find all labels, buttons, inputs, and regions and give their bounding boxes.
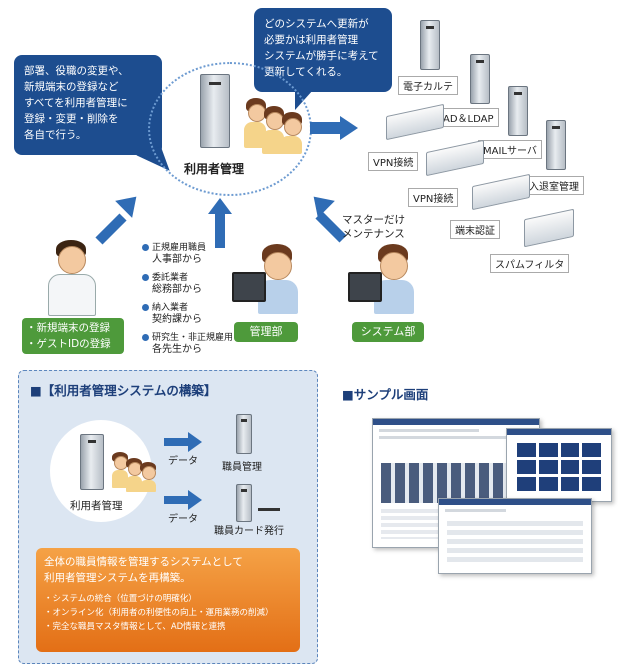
bullet-dot-icon xyxy=(142,304,149,311)
arrow-label: データ xyxy=(168,456,198,467)
summary-bullet: ・オンライン化（利用者の利便性の向上・運用業務の削減） xyxy=(44,608,274,618)
bubble-line: システムが勝手に考えて xyxy=(264,50,379,62)
system-label: 端末認証 xyxy=(450,220,500,239)
source-item: 納入業者 契約課から xyxy=(142,302,233,326)
bubble-line: すべてを利用者管理に xyxy=(24,97,128,109)
source-list: 正規雇用職員 人事部から 委託業者 総務部から 納入業者 契約課から 研究生・非… xyxy=(142,242,233,356)
summary-box: 全体の職員情報を管理するシステムとして 利用者管理システムを再構築。 ・システム… xyxy=(36,548,300,652)
network-device-icon xyxy=(386,103,444,141)
system-label: 電子カルテ xyxy=(398,76,458,95)
system-label: スパムフィルタ xyxy=(490,254,570,273)
system-label: MAILサーバ xyxy=(478,140,542,159)
server-icon xyxy=(508,86,528,136)
panel-title: ■【利用者管理システムの構築】 xyxy=(30,383,217,398)
system-label: VPN接続 xyxy=(368,152,419,171)
dept-tag-kanri: 管理部 xyxy=(234,322,298,342)
summary-line: 全体の職員情報を管理するシステムとして xyxy=(44,556,243,568)
staff-group-icon xyxy=(112,452,156,492)
monitor-icon xyxy=(232,272,266,302)
bubble-line: 必要かは利用者管理 xyxy=(264,34,359,46)
bubble-line: 部署、役職の変更や、 xyxy=(24,65,129,77)
master-note-line: メンテナンス xyxy=(342,228,405,240)
bubble-line: 各自で行う。 xyxy=(24,129,87,141)
sample-screen-form xyxy=(438,498,592,574)
target-label: 職員カード発行 xyxy=(214,526,284,537)
system-staff-icon xyxy=(348,244,418,316)
panel-center-label: 利用者管理 xyxy=(70,500,123,512)
left-tag: ・新規端末の登録 ・ゲストIDの登録 xyxy=(22,318,124,354)
server-icon xyxy=(80,434,104,490)
bubble-line: 登録・変更・削除を xyxy=(24,113,119,125)
bubble-line: 新規端末の登録など xyxy=(24,81,119,93)
id-card-icon xyxy=(258,508,280,511)
server-icon xyxy=(236,414,252,454)
bullet-dot-icon xyxy=(142,334,149,341)
admin-staff-icon xyxy=(232,244,302,316)
system-label: 入退室管理 xyxy=(524,176,584,195)
arrow-up-center-icon xyxy=(208,198,232,214)
doctor-icon xyxy=(44,240,100,316)
source-item: 研究生・非正規雇用 各先生から xyxy=(142,332,233,356)
master-note-line: マスターだけ xyxy=(342,214,405,226)
source-item: 正規雇用職員 人事部から xyxy=(142,242,233,266)
sample-screen-grid xyxy=(506,428,612,502)
arrow-up-left-icon xyxy=(95,188,152,245)
summary-bullet: ・完全な職員マスタ情報として、AD情報と連携 xyxy=(44,622,226,632)
system-label: VPN接続 xyxy=(408,188,459,207)
network-device-icon xyxy=(524,208,574,248)
center-label: 利用者管理 xyxy=(184,162,245,176)
monitor-icon xyxy=(348,272,382,302)
source-item: 委託業者 総務部から xyxy=(142,272,233,296)
network-device-icon xyxy=(426,139,484,177)
bullet-dot-icon xyxy=(142,274,149,281)
arrow-label: データ xyxy=(168,514,198,525)
bullet-dot-icon xyxy=(142,244,149,251)
server-icon xyxy=(470,54,490,104)
arrow-right-icon xyxy=(164,438,188,446)
server-icon xyxy=(200,74,230,148)
dept-tag-system: システム部 xyxy=(352,322,424,342)
sample-title: ■サンプル画面 xyxy=(342,387,429,402)
server-icon xyxy=(236,484,252,522)
bubble-line: どのシステムへ更新が xyxy=(264,18,369,30)
server-icon xyxy=(546,120,566,170)
tag-line: ・ゲストIDの登録 xyxy=(26,338,111,350)
server-icon xyxy=(420,20,440,70)
network-device-icon xyxy=(472,173,530,211)
target-label: 職員管理 xyxy=(222,462,262,473)
tag-line: ・新規端末の登録 xyxy=(26,322,110,334)
left-speech-bubble: 部署、役職の変更や、 新規端末の登録など すべてを利用者管理に 登録・変更・削除… xyxy=(14,55,162,155)
staff-group-icon xyxy=(244,98,304,154)
arrow-right-icon xyxy=(164,496,188,504)
summary-line: 利用者管理システムを再構築。 xyxy=(44,572,191,584)
summary-bullet: ・システムの統合（位置づけの明確化） xyxy=(44,594,197,604)
system-label: AD＆LDAP xyxy=(438,108,499,127)
arrow-right-icon xyxy=(310,122,340,134)
bubble-line: 更新してくれる。 xyxy=(264,66,348,78)
